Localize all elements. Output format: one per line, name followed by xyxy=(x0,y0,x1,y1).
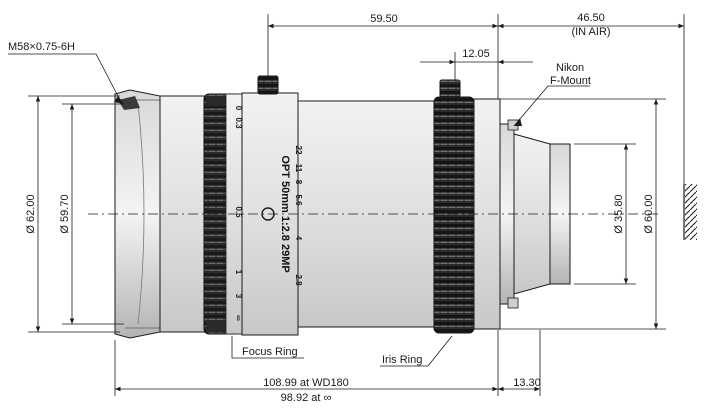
dim-air-length: 46.50 xyxy=(577,12,605,24)
iris-mark-1: 11 xyxy=(294,164,303,173)
focus-mark-2: 0.5 xyxy=(234,206,243,218)
iris-mark-4: 4 xyxy=(294,236,303,241)
iris-lock-knob xyxy=(439,79,461,98)
iris-mark-3: 5.6 xyxy=(294,194,303,206)
focus-mark-5: ∞ xyxy=(234,315,243,321)
model-engraving: OPT 50mm 1:2.8 29MP xyxy=(279,155,291,272)
focus-ring-label: Focus Ring xyxy=(242,346,298,358)
focus-scale: 0 0.3 0.5 1 3 ∞ xyxy=(234,106,243,321)
iris-mark-5: 2.8 xyxy=(294,274,303,286)
iris-ring xyxy=(433,96,475,334)
mount-label-line1: Nikon xyxy=(556,62,584,74)
dim-top-length: 59.50 xyxy=(370,13,398,25)
dim-dia-body: Ø 60.00 xyxy=(643,194,655,233)
focus-mark-0: 0 xyxy=(234,106,243,111)
focus-lock-knob xyxy=(257,75,279,95)
dim-flange-length: 13.30 xyxy=(513,377,541,389)
iris-mark-2: 8 xyxy=(294,180,303,185)
dim-bottom-wd: 108.99 at WD180 xyxy=(263,377,349,389)
dim-air-note: (IN AIR) xyxy=(571,26,610,38)
mount-label-line2: F-Mount xyxy=(550,75,591,87)
iris-mark-0: 22 xyxy=(294,146,303,155)
lens-body xyxy=(114,75,571,339)
dim-dia-inner: Ø 59.70 xyxy=(59,194,71,233)
dim-dia-mount: Ø 35.80 xyxy=(613,194,625,233)
iris-scale: 22 11 8 5.6 4 2.8 xyxy=(294,146,303,287)
focus-mark-1: 0.3 xyxy=(234,117,243,129)
thread-spec: M58×0.75-6H xyxy=(8,41,75,53)
dim-dia-outer: Ø 62.00 xyxy=(25,194,37,233)
sensor-plane xyxy=(683,184,697,240)
focus-mark-4: 3 xyxy=(234,294,243,299)
dim-knob-width: 12.05 xyxy=(462,48,490,60)
iris-ring-label: Iris Ring xyxy=(382,354,422,366)
dim-bottom-inf: 98.92 at ∞ xyxy=(281,392,332,404)
focus-mark-3: 1 xyxy=(234,270,243,275)
